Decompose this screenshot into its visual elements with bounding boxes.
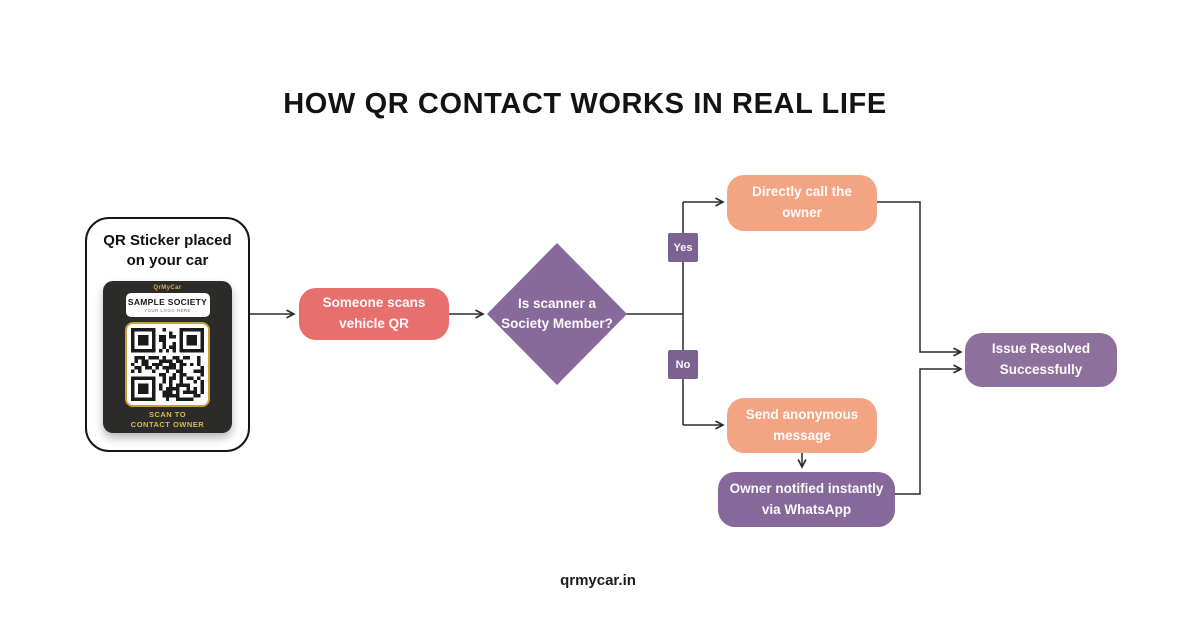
- step-text-line: Send anonymous: [745, 406, 859, 422]
- qr-sticker-card: QR Sticker placed on your car QrMyCar SA…: [85, 217, 250, 452]
- card-heading: QR Sticker placed on your car: [103, 231, 231, 270]
- qr-code-pattern: [131, 328, 204, 401]
- society-label-plate: SAMPLE SOCIETY YOUR LOGO HERE: [125, 293, 210, 317]
- step-scan: Someone scans vehicle QR: [299, 288, 449, 340]
- sticker-brand-label: QrMyCar: [153, 285, 182, 291]
- connector-notify-to-resolved: [895, 369, 961, 495]
- step-text-line: vehicle QR: [339, 316, 409, 331]
- qr-sticker: QrMyCar SAMPLE SOCIETY YOUR LOGO HERE SC…: [103, 281, 232, 433]
- decision-text-line: Society Member?: [501, 316, 613, 331]
- card-heading-line: on your car: [126, 251, 209, 269]
- step-call-owner: Directly call the owner: [727, 175, 877, 231]
- logo-placeholder: YOUR LOGO HERE: [144, 308, 191, 313]
- step-issue-resolved: Issue Resolved Successfully: [965, 333, 1117, 387]
- step-text-line: Directly call the: [752, 184, 852, 200]
- qr-code: [125, 322, 210, 407]
- connector-call-to-resolved: [877, 201, 961, 352]
- step-owner-notified: Owner notified instantly via WhatsApp: [718, 472, 895, 527]
- step-text-line: message: [773, 427, 831, 443]
- step-text-line: Issue Resolved: [991, 341, 1091, 357]
- society-name: SAMPLE SOCIETY: [127, 297, 208, 307]
- card-heading-line: QR Sticker placed: [103, 232, 232, 249]
- step-text-line: via WhatsApp: [761, 501, 852, 517]
- step-text-line: Someone scans: [322, 295, 426, 311]
- sticker-caption-line: SCAN TO: [148, 410, 187, 419]
- sticker-caption-line: CONTACT OWNER: [130, 420, 205, 430]
- step-anonymous-message: Send anonymous message: [727, 398, 877, 453]
- step-text-line: Successfully: [999, 362, 1083, 377]
- no-badge: No: [668, 350, 698, 379]
- yes-badge: Yes: [668, 233, 698, 262]
- step-text-line: Owner notified instantly: [729, 480, 884, 496]
- footer-url: qrmycar.in: [560, 572, 636, 589]
- decision-text-line: Is scanner a: [517, 295, 597, 311]
- sticker-caption: SCAN TO CONTACT OWNER: [131, 410, 204, 430]
- step-text-line: owner: [782, 205, 822, 220]
- page-title: HOW QR CONTACT WORKS IN REAL LIFE: [283, 88, 887, 120]
